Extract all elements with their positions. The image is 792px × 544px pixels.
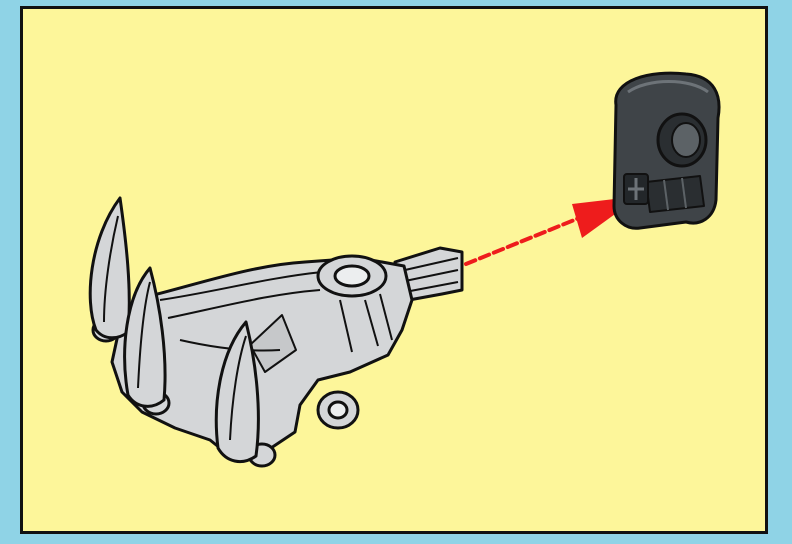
top-boss [318,256,386,296]
cross-axle-connector [614,73,719,228]
axle-hole [624,174,648,204]
claw-blade-2 [125,268,165,406]
claw-assembly [90,198,462,466]
claw-blade-1 [90,198,129,338]
side-peg [318,392,358,428]
